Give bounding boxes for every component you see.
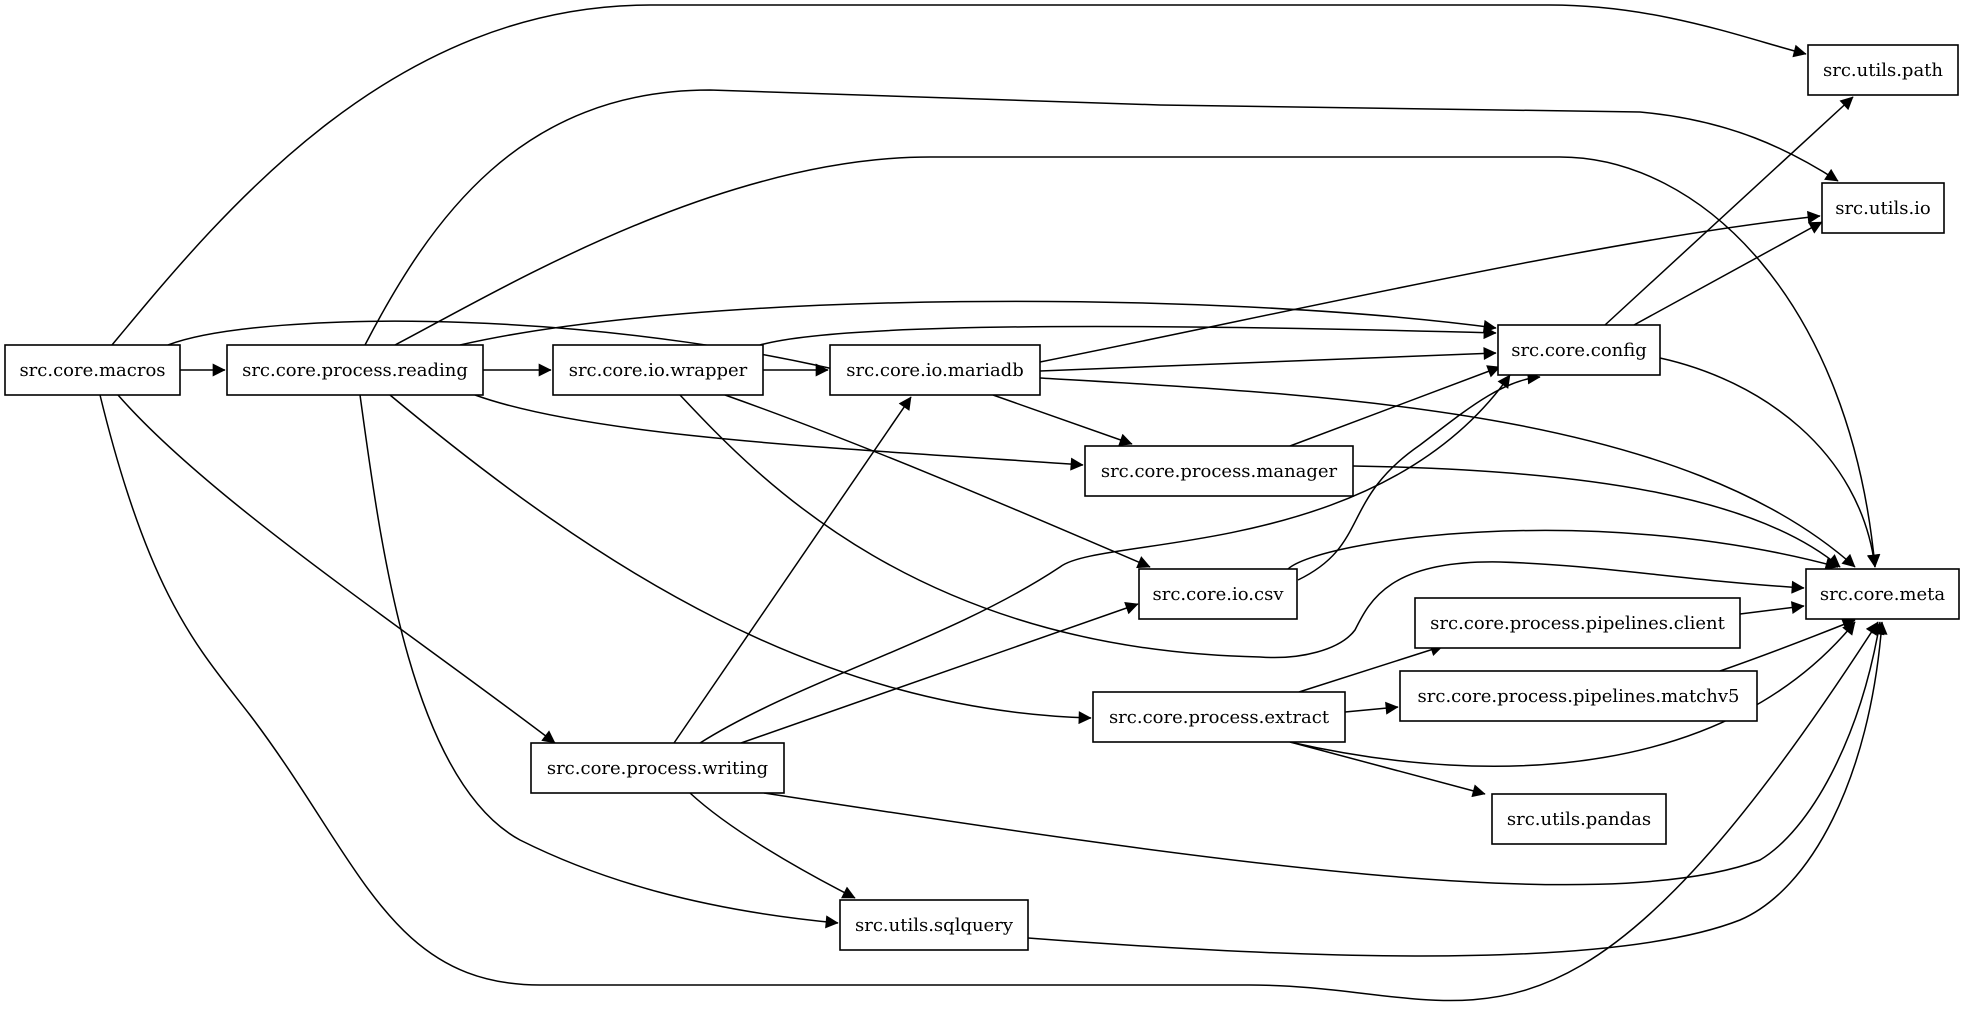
node-src-core-meta[interactable]: src.core.meta bbox=[1805, 568, 1960, 620]
node-label: src.utils.path bbox=[1823, 60, 1943, 81]
node-label: src.core.macros bbox=[19, 360, 165, 381]
node-label: src.core.process.extract bbox=[1109, 707, 1330, 728]
node-src-core-process-extract[interactable]: src.core.process.extract bbox=[1092, 691, 1346, 743]
node-src-core-process-manager[interactable]: src.core.process.manager bbox=[1084, 445, 1354, 497]
edge-config-to-meta bbox=[1659, 357, 1880, 568]
edge-mariadb-to-meta bbox=[1039, 377, 1856, 568]
edge-sqlquery-to-meta bbox=[1027, 621, 1888, 957]
edge-client-to-meta bbox=[1739, 601, 1805, 615]
edge-macros-to-meta bbox=[99, 394, 1879, 1002]
edge-mariadb-to-config bbox=[1039, 346, 1497, 372]
edge-wrapper-to-config bbox=[759, 325, 1497, 346]
edge-mariadb-to-manager bbox=[992, 394, 1133, 447]
edge-reading-to-sqlquery bbox=[359, 394, 839, 929]
edge-reading-to-manager bbox=[474, 394, 1084, 471]
node-src-core-config[interactable]: src.core.config bbox=[1497, 324, 1661, 376]
edge-manager-to-meta bbox=[1352, 465, 1841, 568]
edge-mariadb-to-io bbox=[1039, 210, 1821, 363]
node-src-core-process-reading[interactable]: src.core.process.reading bbox=[226, 344, 484, 396]
edge-macros-to-mariadb bbox=[167, 320, 916, 393]
node-label: src.core.process.manager bbox=[1101, 461, 1338, 482]
edge-writing-to-config bbox=[699, 374, 1511, 744]
node-src-core-io-mariadb[interactable]: src.core.io.mariadb bbox=[829, 344, 1041, 396]
node-src-core-io-wrapper[interactable]: src.core.io.wrapper bbox=[552, 344, 764, 396]
node-src-core-io-csv[interactable]: src.core.io.csv bbox=[1138, 568, 1298, 620]
edge-csv-to-config bbox=[1297, 371, 1541, 581]
edge-config-to-path bbox=[1604, 96, 1854, 326]
edge-writing-to-mariadb bbox=[673, 396, 912, 744]
edge-extract-to-client bbox=[1298, 643, 1444, 693]
edge-reading-to-io bbox=[364, 89, 1839, 346]
node-src-utils-path[interactable]: src.utils.path bbox=[1807, 44, 1959, 96]
node-src-utils-sqlquery[interactable]: src.utils.sqlquery bbox=[839, 899, 1029, 951]
node-label: src.utils.pandas bbox=[1507, 809, 1651, 830]
node-label: src.utils.io bbox=[1835, 198, 1931, 219]
edge-reading-to-extract bbox=[389, 394, 1092, 725]
edges bbox=[99, 4, 1888, 1002]
node-src-core-process-writing[interactable]: src.core.process.writing bbox=[530, 742, 785, 794]
edge-extract-to-matchv5 bbox=[1344, 701, 1399, 715]
edge-csv-to-meta bbox=[1287, 529, 1839, 571]
node-label: src.core.meta bbox=[1820, 584, 1945, 605]
edge-config-to-io bbox=[1633, 221, 1823, 326]
node-label: src.core.process.pipelines.matchv5 bbox=[1418, 686, 1740, 707]
node-label: src.core.process.writing bbox=[547, 758, 768, 779]
edge-macros-to-path bbox=[111, 4, 1807, 346]
node-label: src.core.config bbox=[1511, 340, 1647, 361]
node-src-utils-io[interactable]: src.utils.io bbox=[1821, 182, 1945, 234]
node-src-core-process-pipelines-client[interactable]: src.core.process.pipelines.client bbox=[1414, 597, 1741, 649]
node-src-utils-pandas[interactable]: src.utils.pandas bbox=[1491, 793, 1667, 845]
edge-macros-to-writing bbox=[117, 394, 556, 744]
edge-extract-to-pandas bbox=[1289, 741, 1486, 798]
node-label: src.core.io.csv bbox=[1152, 584, 1284, 605]
node-label: src.core.process.reading bbox=[242, 360, 468, 381]
nodes: src.core.macros src.core.process.reading… bbox=[4, 44, 1960, 951]
edge-manager-to-config bbox=[1289, 365, 1501, 447]
node-label: src.core.io.wrapper bbox=[569, 360, 748, 381]
edge-writing-to-sqlquery bbox=[689, 792, 856, 899]
edge-reading-to-config bbox=[459, 300, 1497, 346]
edge-writing-to-csv bbox=[740, 601, 1139, 744]
node-src-core-process-pipelines-matchv5[interactable]: src.core.process.pipelines.matchv5 bbox=[1399, 670, 1758, 722]
edge-wrapper-to-meta bbox=[679, 394, 1805, 659]
node-label: src.core.io.mariadb bbox=[846, 360, 1023, 381]
node-label: src.core.process.pipelines.client bbox=[1430, 613, 1725, 634]
edge-extract-to-meta bbox=[1289, 621, 1856, 767]
edge-wrapper-to-csv bbox=[724, 394, 1151, 569]
node-src-core-macros[interactable]: src.core.macros bbox=[4, 344, 181, 396]
node-label: src.utils.sqlquery bbox=[855, 915, 1014, 936]
edge-writing-to-meta bbox=[763, 621, 1885, 886]
edge-reading-to-meta bbox=[394, 156, 1881, 568]
